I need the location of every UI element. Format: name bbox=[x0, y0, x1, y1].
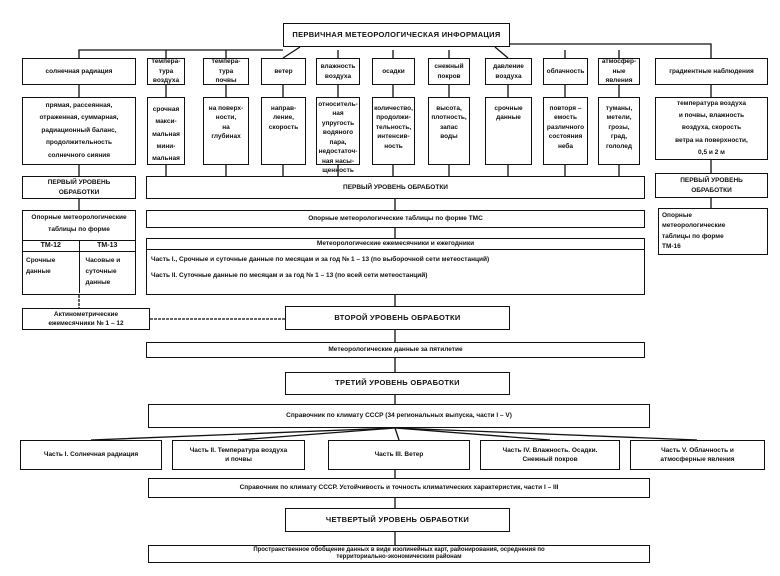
detail-precipitation: количество, продолжи- тельность, интенси… bbox=[372, 97, 415, 165]
part-2-box: Часть II. Температура воздуха и почвы bbox=[172, 440, 305, 470]
category-solar-radiation: солнечная радиация bbox=[22, 58, 136, 85]
detail-humidity: относитель- ная упругость водяного пара,… bbox=[316, 97, 360, 174]
category-snow-cover: снежный покров bbox=[428, 58, 470, 85]
left-tables-title: Опорные метеорологические таблицы по фор… bbox=[23, 211, 135, 241]
monthly-part1: Часть I., Срочные и суточные данные по м… bbox=[151, 256, 490, 263]
category-pressure: давление воздуха bbox=[485, 58, 532, 85]
monthly-part2: Часть II. Суточные данные по месяцам и з… bbox=[151, 271, 428, 279]
actinometric-monthly-box: Актинометрические ежемесячники № 1 – 12 bbox=[22, 308, 150, 330]
tm16-tables-box: Опорные метеорологические таблицы по фор… bbox=[658, 208, 768, 255]
tm12-desc: Срочные данные bbox=[26, 257, 56, 276]
part-3-box: Часть III. Ветер bbox=[328, 440, 470, 470]
detail-wind: направ- ление, скорость bbox=[261, 97, 306, 165]
five-year-data-box: Метеорологические данные за пятилетие bbox=[146, 342, 645, 358]
level3-box: ТРЕТИЙ УРОВЕНЬ ОБРАБОТКИ bbox=[285, 372, 510, 395]
detail-air-temperature: срочная макси- мальная мини- мальная bbox=[147, 97, 185, 165]
category-gradient-observations: градиентные наблюдения bbox=[655, 58, 768, 85]
part-5-box: Часть V. Облачность и атмосферные явлени… bbox=[630, 440, 765, 470]
category-soil-temperature: темпера- тура почвы bbox=[203, 58, 249, 85]
monthly-title: Метеорологические ежемесячники и ежегодн… bbox=[147, 239, 644, 250]
left-tables-box: Опорные метеорологические таблицы по фор… bbox=[22, 210, 136, 295]
tm12-label: ТМ-12 bbox=[23, 241, 79, 252]
detail-pressure: срочные данные bbox=[485, 97, 532, 165]
tm13-desc: Часовые и суточные данные bbox=[85, 257, 121, 287]
tm12-column: ТМ-12 Срочные данные bbox=[23, 241, 80, 293]
category-air-temperature: темпера- тура воздуха bbox=[147, 58, 185, 85]
tm13-label: ТМ-13 bbox=[79, 241, 135, 252]
category-humidity: влажность воздуха bbox=[316, 58, 360, 85]
detail-soil-temperature: на поверх- ности, на глубинах bbox=[203, 97, 249, 165]
detail-cloudiness: повторя – емость различного состояния не… bbox=[543, 97, 588, 165]
center-tables-box: Опорные метеорологические таблицы по фор… bbox=[146, 210, 645, 228]
level1-center: ПЕРВЫЙ УРОВЕНЬ ОБРАБОТКИ bbox=[146, 176, 645, 199]
level2-box: ВТОРОЙ УРОВЕНЬ ОБРАБОТКИ bbox=[285, 306, 510, 330]
detail-snow-cover: высота, плотность, запас воды bbox=[428, 97, 470, 165]
monthly-yearbooks-box: Метеорологические ежемесячники и ежегодн… bbox=[146, 238, 645, 295]
detail-solar-radiation: прямая, рассеянная, отраженная, суммарна… bbox=[22, 97, 136, 165]
climate-handbook-box: Справочник по климату СССР (34 региональ… bbox=[148, 404, 650, 428]
level4-box: ЧЕТВЕРТЫЙ УРОВЕНЬ ОБРАБОТКИ bbox=[285, 508, 510, 532]
part-4-box: Часть IV. Влажность. Осадки. Снежный пок… bbox=[480, 440, 620, 470]
category-precipitation: осадки bbox=[372, 58, 415, 85]
stability-handbook-box: Справочник по климату СССР. Устойчивость… bbox=[148, 478, 650, 498]
spatial-generalization-box: Пространственное обобщение данных в виде… bbox=[148, 545, 650, 563]
detail-gradient-observations: температура воздуха и почвы, влажность в… bbox=[655, 97, 768, 160]
level1-right: ПЕРВЫЙ УРОВЕНЬ ОБРАБОТКИ bbox=[655, 173, 768, 198]
category-cloudiness: облачность bbox=[543, 58, 588, 85]
primary-info-box: ПЕРВИЧНАЯ МЕТЕОРОЛОГИЧЕСКАЯ ИНФОРМАЦИЯ bbox=[283, 23, 510, 47]
tm13-column: ТМ-13 Часовые и суточные данные bbox=[79, 241, 135, 293]
category-wind: ветер bbox=[261, 58, 306, 85]
part-1-box: Часть I. Солнечная радиация bbox=[20, 440, 162, 470]
category-atmospheric-phenomena: атмосфер- ные явления bbox=[598, 58, 640, 85]
detail-atmospheric-phenomena: туманы, метели, грозы, град, гололед bbox=[598, 97, 640, 165]
level1-left: ПЕРВЫЙ УРОВЕНЬ ОБРАБОТКИ bbox=[22, 176, 136, 199]
